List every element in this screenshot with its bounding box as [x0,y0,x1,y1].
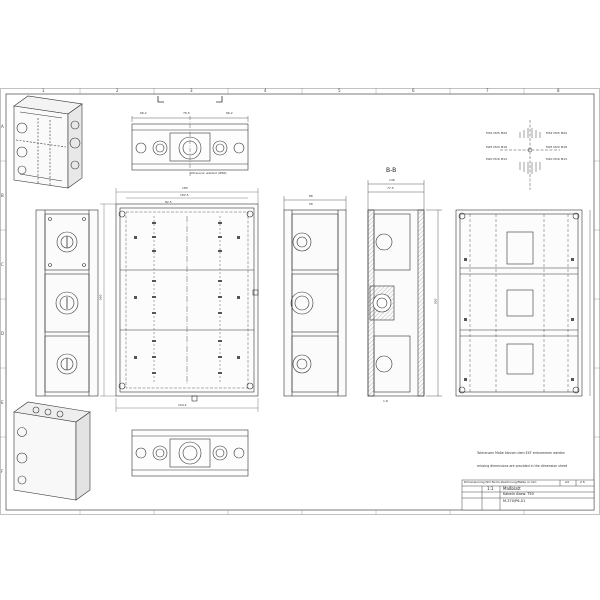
grid-row-f: F [1,469,4,474]
side-view [283,196,347,397]
dim-front-inner2: 82.5 [165,200,172,204]
grid-col-2: 2 [116,88,119,93]
gland-label: M20 M16 M12 [486,157,508,161]
dim-section-width: 146 [389,178,395,182]
title-name: Maßblatt [503,486,521,491]
section-view [367,180,442,397]
title-block-frame [461,479,595,511]
grid-row-d: D [1,331,5,336]
note-german: Toleranzen Maße können dem EXF entnommen… [477,451,565,455]
grid-col-3: 3 [190,88,193,93]
top-view [131,96,249,176]
front-view-left [35,209,99,397]
gland-label: M32 M25 M20 [486,131,508,135]
title-desc: Kabeln Abzw. T50 [503,492,534,496]
gland-legend [500,120,560,190]
dim-top-right: 66.2 [226,111,233,115]
dim-section-height: 300 [433,298,438,305]
dim-side-top: 56 [309,202,313,206]
iso-view-top [13,95,83,189]
rear-view [455,209,591,397]
dim-front-height: 360 [98,294,103,301]
gland-label: M32 M25 M20 [546,131,568,135]
front-view-main [100,188,259,412]
iso-view-bottom [13,401,91,501]
gland-label: M25 M20 M16 [546,145,568,149]
gland-label: M20 M16 M12 [546,157,568,161]
dim-front-inner: 162.5 [180,193,189,197]
fitted-note: Ultrasonic welded (IP66) [190,171,227,175]
grid-row-c: C [1,262,4,267]
dim-front-width: 185 [182,186,188,190]
dim-top-left: 66.2 [140,111,147,115]
grid-col-1: 1 [42,88,45,93]
grid-col-6: 6 [412,88,415,93]
gland-label: M25 M20 M16 [486,145,508,149]
title-sheet-size: A4 [565,480,569,484]
bottom-view [131,429,249,477]
grid-row-e: E [1,400,4,405]
section-label: B-B [386,167,397,174]
title-scale: 1:1 [487,486,494,491]
title-header: Dimensioning ISO Norm-Zeichnung/Maße in … [464,480,537,484]
grid-col-4: 4 [264,88,267,93]
grid-row-b: B [1,193,4,198]
dim-small: 1.8 [383,399,388,403]
title-rev: 2.5 [580,480,585,484]
dim-top-width: 76.5 [183,111,190,115]
dim-section-depth: 77.5 [387,186,394,190]
title-number: M-370/P6-01 [503,499,526,503]
grid-col-7: 7 [486,88,489,93]
grid-col-8: 8 [557,88,560,93]
dim-side-depth: 86 [309,194,313,198]
dim-front-bottom: 104.2 [178,403,187,407]
grid-col-5: 5 [338,88,341,93]
grid-row-a: A [1,124,4,129]
note-english: missing dimensions are provided in the d… [477,464,568,468]
